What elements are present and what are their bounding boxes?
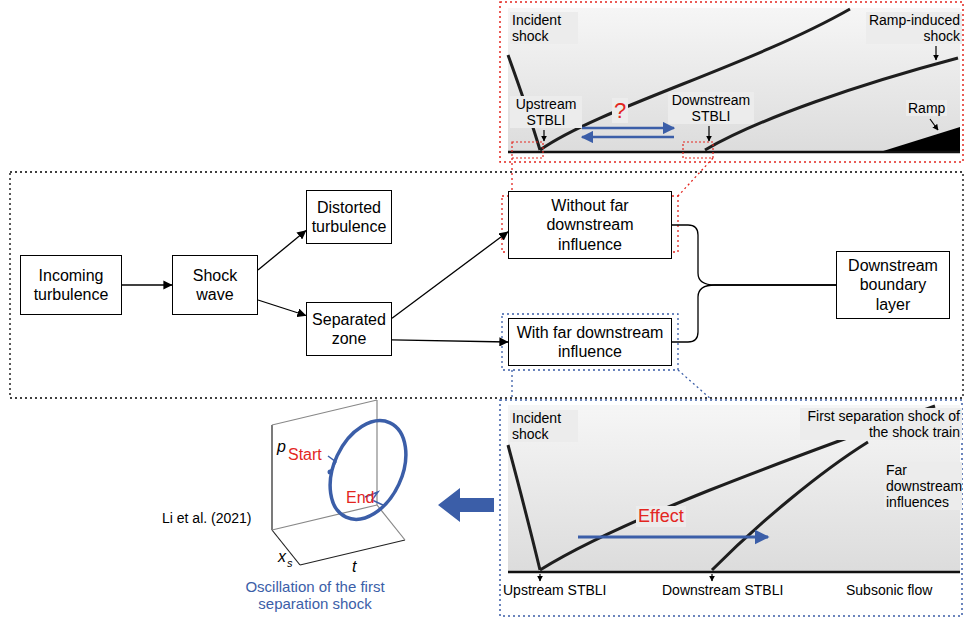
highlight-frame: [502, 314, 678, 370]
annotation-label: ?: [612, 98, 628, 123]
zoom-box: [512, 142, 543, 158]
merge-brace: [672, 225, 836, 285]
box-text: Distorted turbulence: [312, 198, 387, 236]
wall-line: [508, 571, 960, 574]
ramp-wedge: [880, 127, 960, 152]
process-box: Without far downstream influence: [508, 191, 672, 259]
pointer-arrow: [539, 574, 540, 581]
box-text: Separated zone: [312, 310, 386, 348]
leader-line: [678, 370, 712, 400]
box-text: Incoming turbulence: [26, 266, 116, 304]
pointer-arrow: [708, 126, 709, 141]
annotation-label: s: [287, 557, 293, 570]
annotation-label: Li et al. (2021): [162, 510, 252, 526]
oscillation-loop: [315, 409, 421, 532]
wall-line: [508, 151, 960, 154]
lower-panel-frame: [500, 400, 962, 616]
annotation-label: Start: [288, 446, 322, 464]
annotation-label: p: [277, 438, 286, 456]
flow-arrow: [392, 340, 508, 342]
pointer-arrow: [935, 46, 936, 60]
process-box: Downstream boundary layer: [836, 251, 950, 319]
big-blue-arrow: [438, 488, 494, 522]
pointer-arrow: [711, 574, 712, 581]
annotation-label: Effect: [636, 506, 686, 527]
incident-shock-line: [508, 445, 540, 570]
annotation-label: Ramp-induced shock: [866, 12, 962, 44]
separation-shock-line: [712, 442, 868, 570]
reflected-shock-line: [540, 9, 850, 150]
annotation-label: x: [278, 548, 286, 566]
flow-arrow: [258, 300, 306, 316]
flow-arrow: [392, 232, 508, 318]
annotation-label: End: [346, 489, 374, 507]
process-box: Incoming turbulence: [20, 255, 122, 315]
annotation-label: Upstream STBLI: [503, 582, 606, 598]
annotation-label: Downstream STBLI: [662, 582, 783, 598]
group-frame: [10, 172, 963, 398]
process-box: Separated zone: [306, 302, 392, 356]
flow-arrow: [258, 231, 306, 271]
leader-line: [511, 370, 512, 400]
start-dot: [328, 470, 333, 475]
blue-arrow: [582, 136, 674, 139]
box-text: Shock wave: [178, 266, 252, 304]
box-text: Downstream boundary layer: [842, 256, 944, 314]
process-box: With far downstream influence: [508, 318, 672, 366]
process-box: Distorted turbulence: [306, 190, 392, 244]
annotation-label: Subsonic flow: [846, 582, 932, 598]
leader-line: [678, 158, 713, 196]
box-text: With far downstream influence: [514, 323, 666, 361]
annotation-label: t: [352, 558, 356, 576]
box-text: Without far downstream influence: [514, 196, 666, 254]
zoom-box: [683, 142, 713, 158]
annotation-label: Far downstream influences: [884, 462, 962, 510]
pointer-arrow: [930, 119, 938, 130]
process-box: Shock wave: [172, 255, 258, 315]
pointer-arrow: [543, 130, 544, 141]
annotation-label: Upstream STBLI: [510, 96, 582, 128]
annotation-label: Incident shock: [510, 410, 578, 442]
annotation-label: Oscillation of the first separation shoc…: [225, 578, 405, 613]
trajectory-start: [328, 456, 336, 472]
annotation-label: Ramp: [906, 100, 947, 116]
annotation-label: Downstream STBLI: [668, 92, 754, 124]
upper-panel-frame: [500, 2, 963, 162]
annotation-label: First separation shock of the shock trai…: [800, 408, 962, 440]
blue-arrow: [578, 536, 768, 539]
flow-arrow: [122, 284, 172, 285]
merge-brace: [672, 285, 836, 342]
blue-arrow: [582, 127, 674, 130]
annotation-label: Incident shock: [510, 12, 578, 44]
plot-axes: [272, 400, 405, 565]
